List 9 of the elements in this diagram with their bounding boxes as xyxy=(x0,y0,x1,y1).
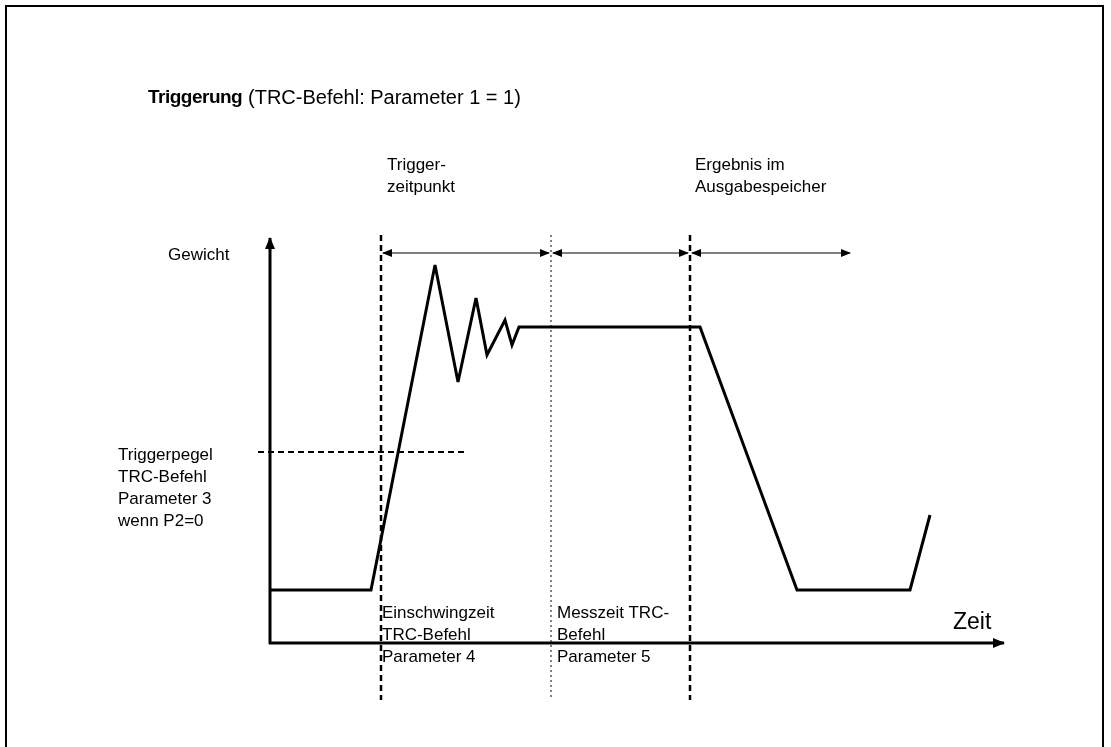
measuring-time-label: Messzeit TRC-Befehl Parameter 5 xyxy=(557,602,671,668)
axis-label: Gewicht xyxy=(168,244,231,266)
trigger-time-label: Trigger- zeitpunkt xyxy=(387,154,457,198)
title: Triggerung xyxy=(148,86,243,108)
axis-label: Zeit xyxy=(953,610,993,632)
trigger-level-label: Triggerpegel TRC-Befehl Parameter 3 wenn P2=0 xyxy=(118,444,214,532)
result-label: Ergebnis im Ausgabespeicher xyxy=(695,154,828,198)
subtitle: (TRC-Befehl: Parameter 1 = 1) xyxy=(248,86,522,108)
settling-time-label: Einschwingzeit TRC-Befehl Parameter 4 xyxy=(382,602,496,668)
